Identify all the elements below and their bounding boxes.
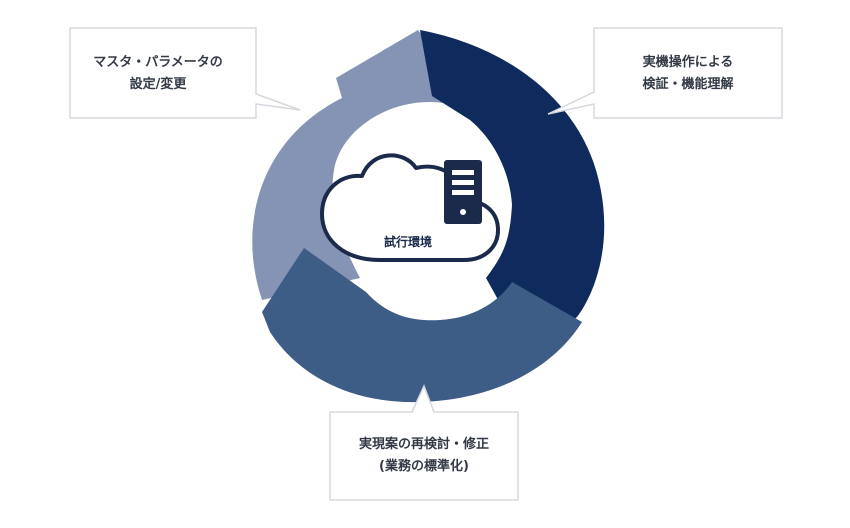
callout-text-line2: (業務の標準化) — [379, 458, 469, 474]
arrow-setting-to-verify — [252, 30, 470, 300]
center-environment: 試行環境 — [320, 153, 500, 262]
callout-box — [69, 27, 301, 119]
server-icon — [444, 160, 482, 224]
cycle-arrows — [252, 30, 605, 403]
callout-top-right: 実機操作による 検証・機能理解 — [547, 27, 783, 119]
callout-text-line2: 設定/変更 — [130, 76, 188, 92]
callout-text-line1: 実現案の再検討・修正 — [359, 436, 489, 452]
arrow-review-to-setting — [262, 248, 582, 403]
callout-text-line1: 実機操作による — [643, 54, 734, 70]
callout-top-left: マスタ・パラメータの 設定/変更 — [69, 27, 301, 119]
callout-box — [547, 27, 783, 119]
center-label: 試行環境 — [384, 234, 432, 249]
callout-text-line1: マスタ・パラメータの — [93, 55, 223, 70]
callout-box — [329, 384, 519, 501]
arrow-verify-to-review — [420, 30, 605, 332]
callout-bottom: 実現案の再検討・修正 (業務の標準化) — [329, 384, 519, 501]
callout-text-line2: 検証・機能理解 — [642, 76, 733, 92]
